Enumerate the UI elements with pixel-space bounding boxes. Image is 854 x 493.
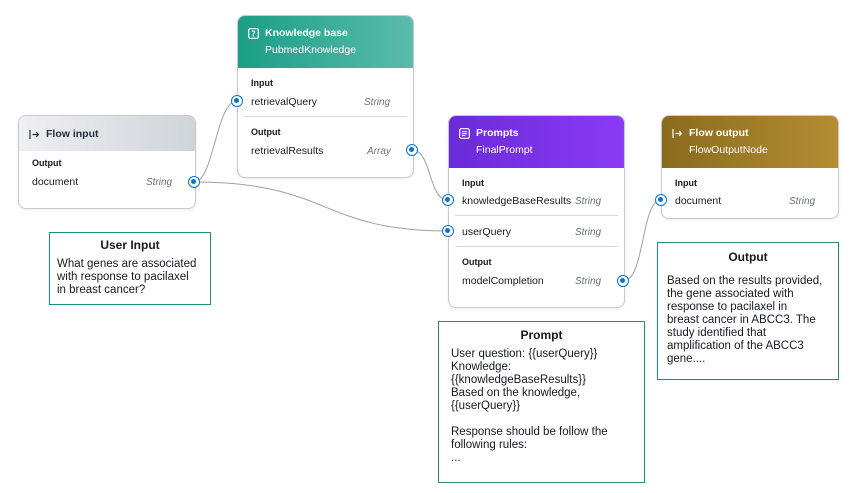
user-query-name: userQuery xyxy=(462,226,512,238)
flow-input-port-type: String xyxy=(146,177,173,188)
user-input-note-title: User Input xyxy=(100,238,160,252)
flow-input-output-label: Output xyxy=(32,158,62,168)
prompts-input-label: Input xyxy=(462,178,484,188)
retrieval-results-port[interactable] xyxy=(406,144,418,156)
flow-input-node[interactable]: Flow input Output document String xyxy=(18,115,196,209)
retrieval-query-port[interactable] xyxy=(231,95,243,107)
kb-results-type: String xyxy=(575,196,602,207)
knowledge-base-title: Knowledge base xyxy=(265,27,348,39)
flow-output-subtitle: FlowOutputNode xyxy=(689,144,768,156)
flow-input-icon xyxy=(29,129,40,140)
knowledge-base-header: ? Knowledge base PubmedKnowledge xyxy=(238,16,413,68)
flow-input-document-port[interactable] xyxy=(188,176,200,188)
wire-document-to-user-query xyxy=(193,181,449,232)
flow-output-title: Flow output xyxy=(689,127,749,139)
flow-input-header: Flow input xyxy=(19,116,195,151)
prompts-title: Prompts xyxy=(476,127,519,139)
wire-model-completion-to-document xyxy=(622,199,662,282)
flow-input-title: Flow input xyxy=(46,128,99,140)
svg-text:?: ? xyxy=(251,29,255,38)
wire-retrieval-results-to-kb-results xyxy=(411,149,449,201)
wire-document-to-retrieval-query xyxy=(193,100,238,183)
output-note: Output Based on the results provided, th… xyxy=(657,242,839,380)
prompts-node[interactable]: Prompts FinalPrompt Input knowledgeBaseR… xyxy=(448,115,625,308)
prompt-note-body: User question: {{userQuery}} Knowledge: … xyxy=(451,348,608,464)
kb-results-port[interactable] xyxy=(442,194,454,206)
prompts-header: Prompts FinalPrompt xyxy=(449,116,624,168)
flow-output-port-type: String xyxy=(789,196,816,207)
flow-output-icon xyxy=(672,128,683,139)
model-completion-port[interactable] xyxy=(617,275,629,287)
flow-output-header: Flow output FlowOutputNode xyxy=(662,116,838,168)
retrieval-results-name: retrievalResults xyxy=(251,145,324,157)
retrieval-query-type: String xyxy=(364,97,391,108)
retrieval-query-name: retrievalQuery xyxy=(251,96,317,108)
user-query-type: String xyxy=(575,227,602,238)
model-completion-type: String xyxy=(575,276,602,287)
output-note-title: Output xyxy=(728,250,768,264)
prompt-note-title: Prompt xyxy=(520,328,563,342)
output-note-body: Based on the results provided, the gene … xyxy=(667,275,823,365)
knowledge-base-output-label: Output xyxy=(251,127,281,137)
retrieval-results-type: Array xyxy=(367,146,391,157)
knowledge-base-node[interactable]: ? Knowledge base PubmedKnowledge Input r… xyxy=(237,15,414,178)
knowledge-base-icon: ? xyxy=(248,27,259,39)
user-input-note: User Input What genes are associated wit… xyxy=(49,232,211,305)
flow-input-port-name: document xyxy=(32,176,79,188)
flow-output-input-label: Input xyxy=(675,178,697,188)
prompts-output-label: Output xyxy=(462,257,492,267)
flow-output-port-name: document xyxy=(675,195,722,207)
knowledge-base-input-label: Input xyxy=(251,78,273,88)
flow-output-node[interactable]: Flow output FlowOutputNode Input documen… xyxy=(661,115,839,219)
user-query-port[interactable] xyxy=(442,225,454,237)
prompts-icon xyxy=(459,127,470,139)
kb-results-name: knowledgeBaseResults xyxy=(462,195,572,207)
prompts-subtitle: FinalPrompt xyxy=(476,144,533,156)
knowledge-base-divider xyxy=(244,116,407,117)
user-input-note-body: What genes are associated with response … xyxy=(57,258,197,296)
prompts-divider-1 xyxy=(455,215,618,216)
prompts-divider-2 xyxy=(455,246,618,247)
model-completion-name: modelCompletion xyxy=(462,275,544,287)
knowledge-base-subtitle: PubmedKnowledge xyxy=(265,44,357,56)
prompt-note: Prompt User question: {{userQuery}} Know… xyxy=(438,321,645,483)
flow-output-document-port[interactable] xyxy=(655,194,667,206)
